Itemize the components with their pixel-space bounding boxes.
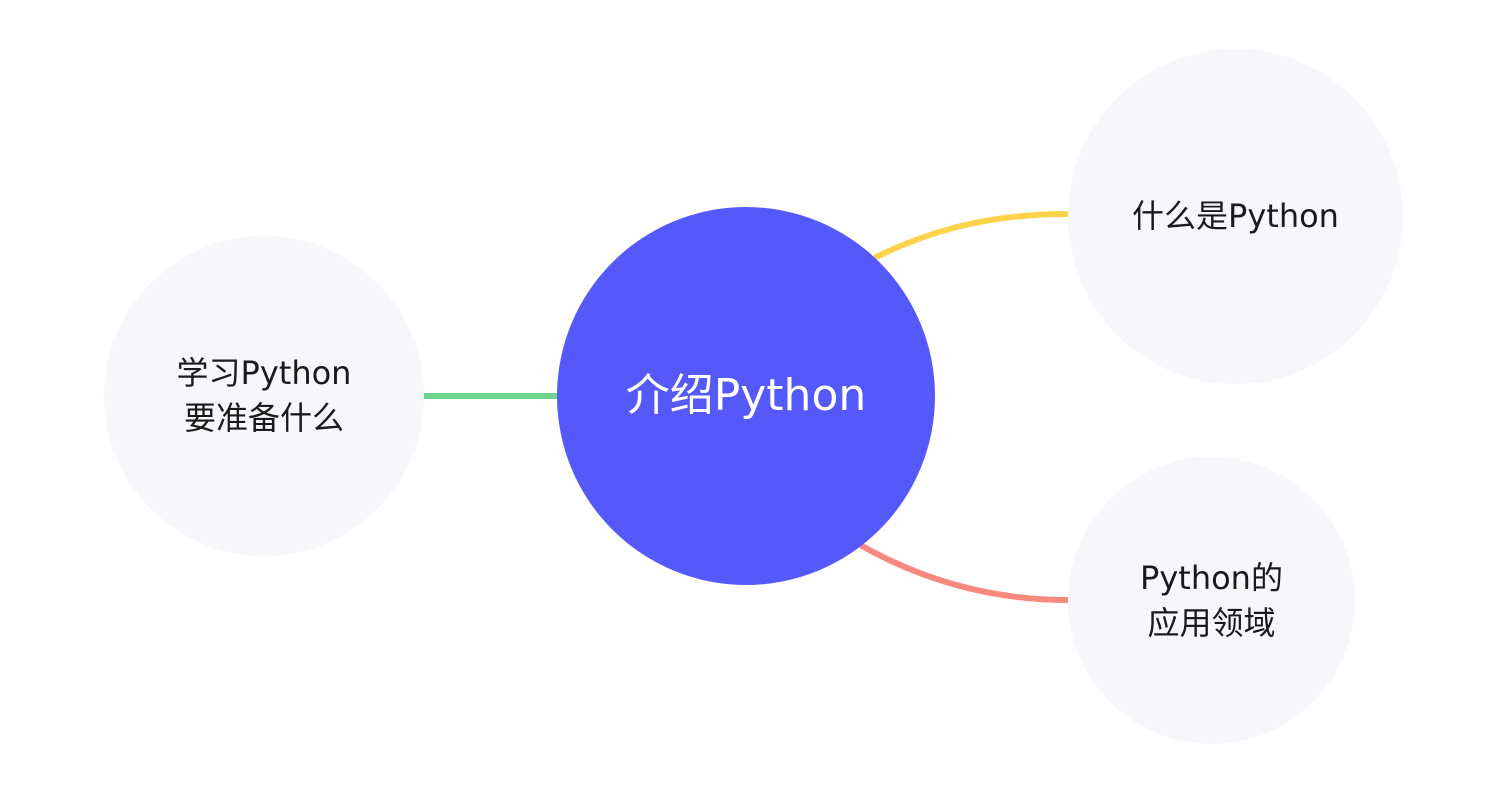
- branch-label-applications-line-1: Python的: [1140, 558, 1283, 597]
- branch-label-applications-line-2: 应用领域: [1147, 603, 1276, 642]
- branch-label-what-is: 什么是Python: [1132, 194, 1339, 239]
- connector-bottom: [859, 543, 1071, 603]
- branch-node-prepare[interactable]: 学习Python 要准备什么: [104, 236, 424, 556]
- central-topic-label: 介绍Python: [625, 369, 867, 421]
- connector-top: [873, 211, 1071, 260]
- branch-label-what-is-line-1: 什么是Python: [1132, 197, 1339, 236]
- branch-label-applications: Python的 应用领域: [1140, 556, 1283, 646]
- branch-label-prepare: 学习Python 要准备什么: [177, 351, 352, 441]
- branch-label-prepare-line-1: 学习Python: [176, 354, 352, 393]
- branch-node-what-is[interactable]: 什么是Python: [1068, 49, 1403, 384]
- branch-label-prepare-line-2: 要准备什么: [183, 399, 344, 437]
- central-topic-node[interactable]: 介绍Python: [557, 207, 935, 585]
- branch-node-applications[interactable]: Python的 应用领域: [1068, 457, 1355, 744]
